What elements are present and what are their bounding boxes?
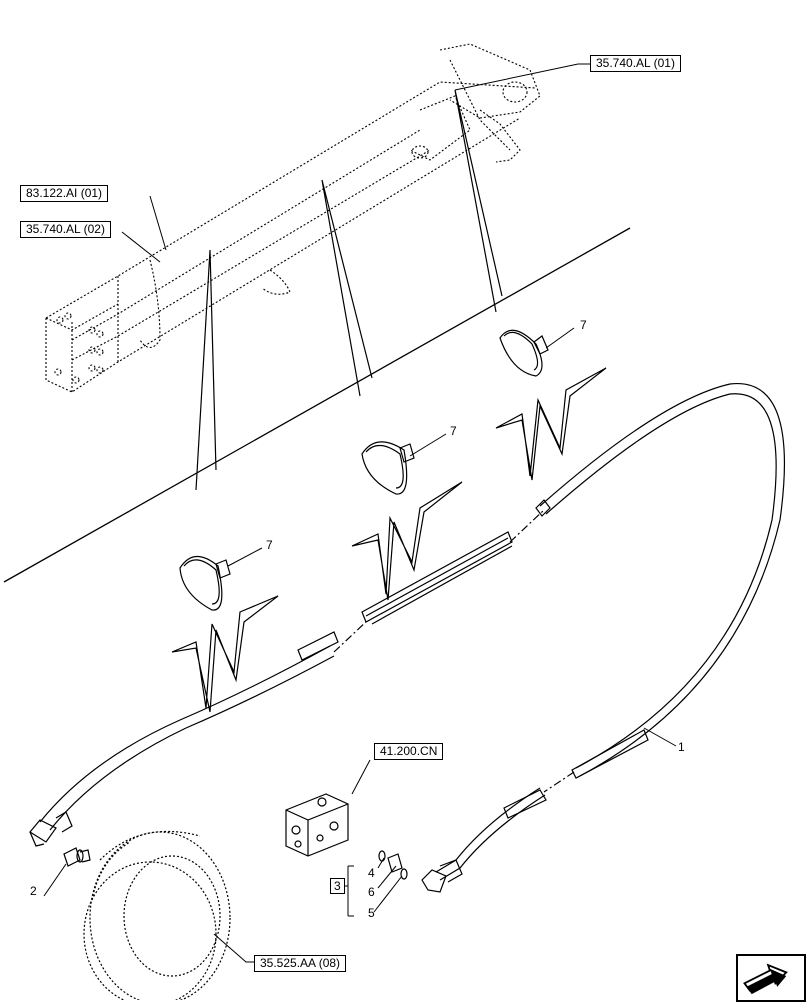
hose-dashed-continuations [333,509,575,793]
elbow-part-2 [63,847,91,867]
seal-4 [378,850,386,862]
clamp-7-a [499,329,549,377]
ref-box-pump[interactable]: 35.525.AA (08) [254,955,347,972]
ref-box-left-lower[interactable]: 35.740.AL (02) [20,221,111,238]
break-symbol-2 [351,481,463,601]
ref-box-valve-block[interactable]: 41.200.CN [374,743,444,760]
callout-clamp-3: 7 [266,538,273,552]
fitting-6 [387,853,403,873]
break-line-right [454,89,503,313]
leader-lines [43,63,677,963]
hose-sleeves [297,499,649,819]
ref-box-top-right[interactable]: 35.740.AL (01) [590,55,681,72]
hose-fitting-left [29,811,73,847]
callout-clamp-2: 7 [450,424,457,438]
break-symbol-1 [171,595,279,713]
callout-hose: 1 [678,740,685,754]
pump [83,830,231,1000]
seal-5 [400,868,408,880]
callout-kit: 3 [330,878,345,894]
hose-main [39,383,786,881]
break-symbol-3 [495,367,607,481]
ref-box-left-upper[interactable]: 83.122.AI (01) [20,185,109,202]
section-cut-line [3,227,631,583]
clamp-7-b [361,441,415,495]
clamp-7-c [179,555,231,611]
break-line-left [195,249,217,491]
callout-fitting: 5 [368,906,375,920]
valve-block [285,793,349,857]
callout-clamp-1: 7 [580,318,587,332]
callout-seal-b: 6 [368,885,375,899]
callout-elbow: 2 [30,884,37,898]
callout-seal-a: 4 [368,866,375,880]
break-line-mid [321,179,373,397]
arrow-icon [743,963,788,995]
hose-fitting-right [421,859,463,893]
boom-assembly [45,43,541,393]
navigation-arrow-button[interactable] [736,954,806,1002]
